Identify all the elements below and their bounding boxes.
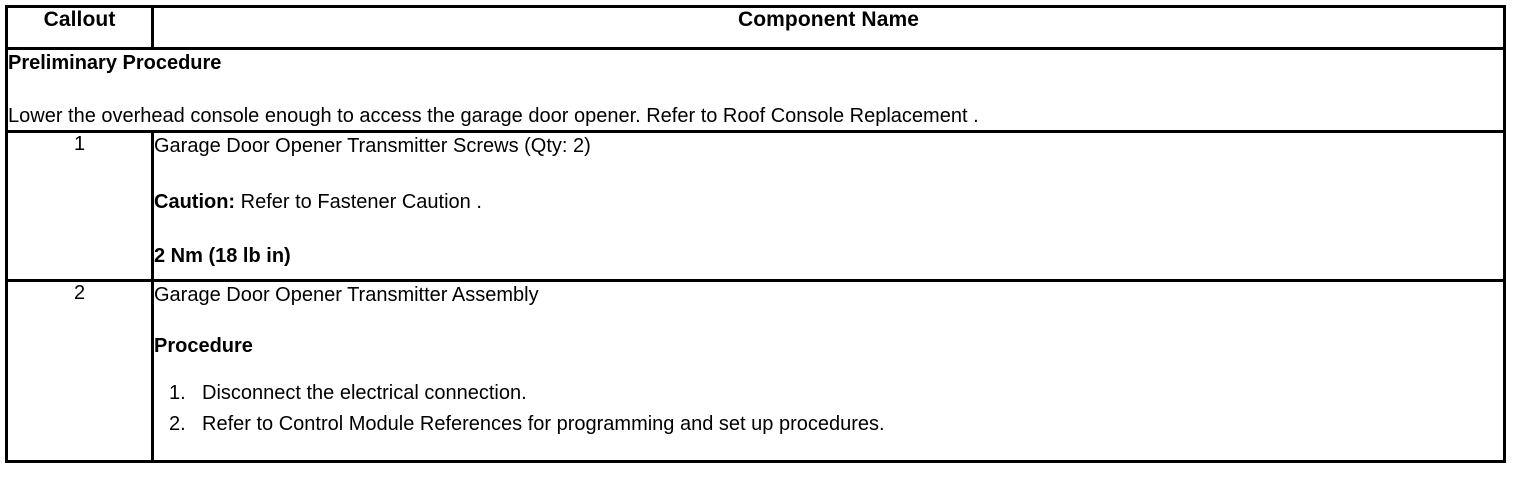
list-item: 2. Refer to Control Module References for… bbox=[154, 411, 1503, 438]
step-text-1: Disconnect the electrical connection. bbox=[202, 382, 527, 404]
procedure-heading: Procedure bbox=[154, 335, 253, 357]
preliminary-procedure-title: Preliminary Procedure bbox=[8, 52, 222, 74]
component-name-1: Garage Door Opener Transmitter Screws (Q… bbox=[154, 135, 591, 157]
caution-line-1: Caution: Refer to Fastener Caution . bbox=[154, 189, 1503, 216]
caution-label: Caution: bbox=[154, 191, 236, 213]
step-number-1: 1. bbox=[169, 382, 186, 404]
callout-number-1: 1 bbox=[5, 130, 154, 282]
torque-specification: 2 Nm (18 lb in) bbox=[154, 245, 291, 267]
table-header-row: Callout Component Name bbox=[5, 5, 1506, 50]
step-number-2: 2. bbox=[169, 413, 186, 435]
list-item: 1. Disconnect the electrical connection. bbox=[154, 380, 1503, 407]
procedure-step-list: 1.Disconnect the electrical connection. … bbox=[154, 380, 1503, 438]
caution-text: Refer to Fastener Caution . bbox=[235, 191, 482, 213]
preliminary-procedure-text: Lower the overhead console enough to acc… bbox=[8, 105, 979, 127]
table-header: Callout Component Name bbox=[5, 5, 1506, 50]
column-header-callout: Callout bbox=[5, 5, 154, 50]
table-row: 1 Garage Door Opener Transmitter Screws … bbox=[5, 130, 1506, 282]
column-header-component-name: Component Name bbox=[151, 5, 1506, 50]
preliminary-procedure-cell: Preliminary Procedure Lower the overhead… bbox=[5, 47, 1506, 133]
component-cell-2: Garage Door Opener Transmitter Assembly … bbox=[151, 279, 1506, 463]
step-text-2: Refer to Control Module References for p… bbox=[202, 413, 885, 435]
table-row: 2 Garage Door Opener Transmitter Assembl… bbox=[5, 279, 1506, 463]
component-cell-1: Garage Door Opener Transmitter Screws (Q… bbox=[151, 130, 1506, 282]
table-body: Preliminary Procedure Lower the overhead… bbox=[5, 47, 1506, 463]
component-name-2: Garage Door Opener Transmitter Assembly bbox=[154, 284, 539, 306]
callout-number-2: 2 bbox=[5, 279, 154, 463]
component-table: Callout Component Name Preliminary Proce… bbox=[5, 5, 1506, 463]
table-row-preliminary: Preliminary Procedure Lower the overhead… bbox=[5, 47, 1506, 133]
